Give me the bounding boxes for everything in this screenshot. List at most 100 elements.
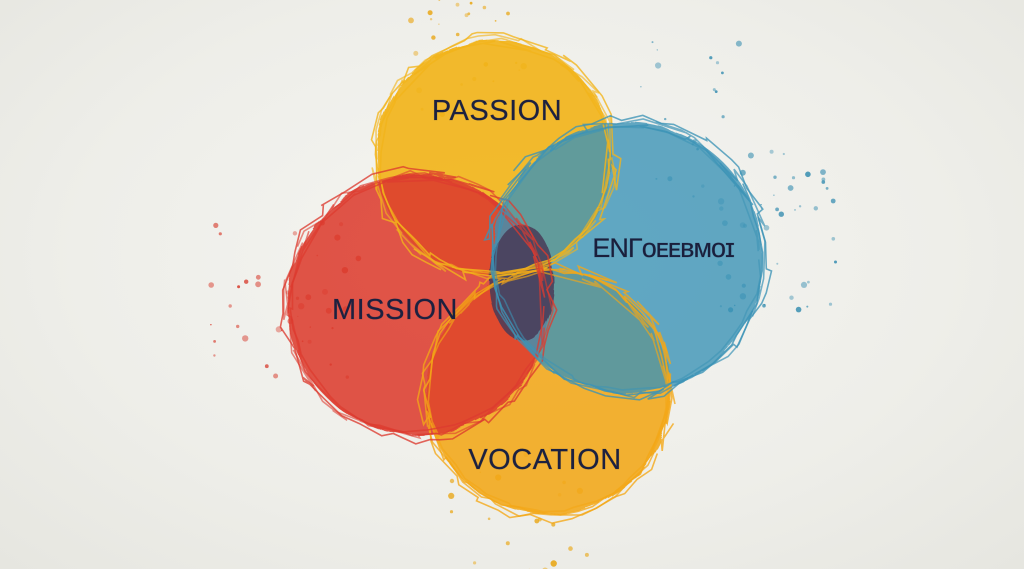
- paint-dot: [413, 50, 419, 56]
- paint-dot: [218, 232, 222, 236]
- paint-dot: [473, 561, 477, 565]
- paint-dot: [255, 281, 261, 288]
- paint-dot: [813, 206, 818, 211]
- paint-dot: [264, 364, 269, 369]
- paint-dot: [821, 180, 826, 184]
- paint-dot: [773, 175, 777, 179]
- passion-label: PASSION: [432, 95, 562, 127]
- paint-dot: [244, 279, 249, 284]
- paint-dot: [735, 40, 742, 47]
- paint-dot: [651, 41, 654, 44]
- mission-scribble-ring: [289, 176, 546, 433]
- paint-dot: [208, 282, 214, 288]
- paint-dot: [795, 306, 802, 313]
- paint-dot: [830, 198, 836, 204]
- center-overlap: [490, 224, 554, 340]
- paint-dot: [408, 17, 414, 24]
- paint-dot: [778, 211, 784, 217]
- paint-dot: [640, 86, 642, 88]
- paint-dot: [762, 303, 766, 308]
- paint-dot: [794, 209, 796, 211]
- mission-scribble-ring: [283, 169, 554, 440]
- paint-dot: [806, 305, 809, 308]
- paint-dot: [427, 10, 433, 16]
- paint-dot: [664, 117, 667, 121]
- paint-dot: [782, 152, 785, 156]
- paint-dot: [438, 0, 441, 1]
- paint-dot: [213, 340, 217, 343]
- paint-dot: [825, 187, 829, 190]
- paint-dot: [831, 237, 836, 241]
- paint-dot: [494, 20, 497, 22]
- vocation-label: VOCATION: [468, 444, 621, 476]
- paint-dot: [747, 152, 754, 159]
- paint-dot: [800, 281, 808, 288]
- paint-dot: [438, 23, 440, 25]
- paint-dot: [482, 5, 487, 10]
- paint-dot: [255, 274, 261, 280]
- paint-dot: [807, 280, 810, 284]
- blue-scribble-ring: [483, 114, 773, 401]
- paint-dot: [656, 49, 658, 51]
- paint-dot: [821, 177, 826, 182]
- paint-dot: [568, 546, 573, 551]
- paint-dot: [709, 56, 713, 60]
- paint-dot: [763, 225, 770, 231]
- passion-scribble-ring: [371, 33, 617, 280]
- paint-dot: [431, 35, 436, 40]
- paint-dot: [228, 304, 232, 308]
- paint-dot: [805, 171, 811, 178]
- paint-dot: [789, 295, 794, 300]
- mission-scribble-ring: [279, 165, 558, 445]
- blue-scribble-ring: [491, 118, 766, 399]
- paint-dot: [449, 510, 454, 514]
- paint-dot: [769, 149, 774, 154]
- paint-dot: [237, 285, 241, 289]
- paint-dot: [464, 13, 469, 18]
- paint-dot: [828, 302, 833, 306]
- scribble-outlines: [279, 31, 773, 525]
- paint-dot: [469, 1, 473, 5]
- paint-dot: [210, 324, 212, 326]
- paint-dot: [714, 90, 718, 93]
- paint-dot: [467, 12, 471, 16]
- paint-dot: [791, 176, 796, 180]
- paint-dot: [655, 62, 662, 69]
- paint-dot: [242, 335, 249, 342]
- blue-scribble-ring: [494, 125, 762, 391]
- paint-dot: [429, 18, 433, 21]
- mission-circle: [288, 175, 548, 435]
- paint-dot: [760, 204, 762, 206]
- paint-dot: [715, 61, 720, 65]
- paint-dot: [506, 11, 510, 16]
- paint-dot: [292, 231, 298, 236]
- paint-dot: [721, 115, 725, 119]
- paint-dot: [787, 185, 794, 191]
- paint-dot: [584, 552, 589, 557]
- mission-label: MISSION: [332, 294, 458, 326]
- paint-dot: [550, 560, 557, 567]
- paint-dot: [775, 207, 779, 212]
- vocation-scribble-ring: [416, 261, 675, 525]
- paint-dot: [487, 517, 491, 521]
- paint-dot: [773, 194, 775, 196]
- paint-dot: [834, 260, 837, 264]
- paint-dot: [455, 32, 460, 37]
- paint-dot: [820, 169, 826, 176]
- blue-circle-label: ENΓᴏᴇᴇʙᴍᴏɪ: [592, 233, 734, 263]
- paint-dot: [455, 2, 460, 7]
- paint-dot: [448, 492, 455, 499]
- paint-dot: [213, 354, 216, 357]
- passion-scribble-ring: [370, 31, 622, 282]
- paint-dot: [273, 373, 279, 379]
- paint-dot: [213, 222, 219, 228]
- paint-dot: [505, 541, 510, 546]
- paint-dot: [236, 324, 240, 329]
- paint-dot: [449, 478, 455, 484]
- paint-dot: [721, 71, 724, 75]
- paint-dot: [712, 88, 716, 92]
- paint-dot: [776, 262, 779, 265]
- blue-circle: [493, 123, 763, 393]
